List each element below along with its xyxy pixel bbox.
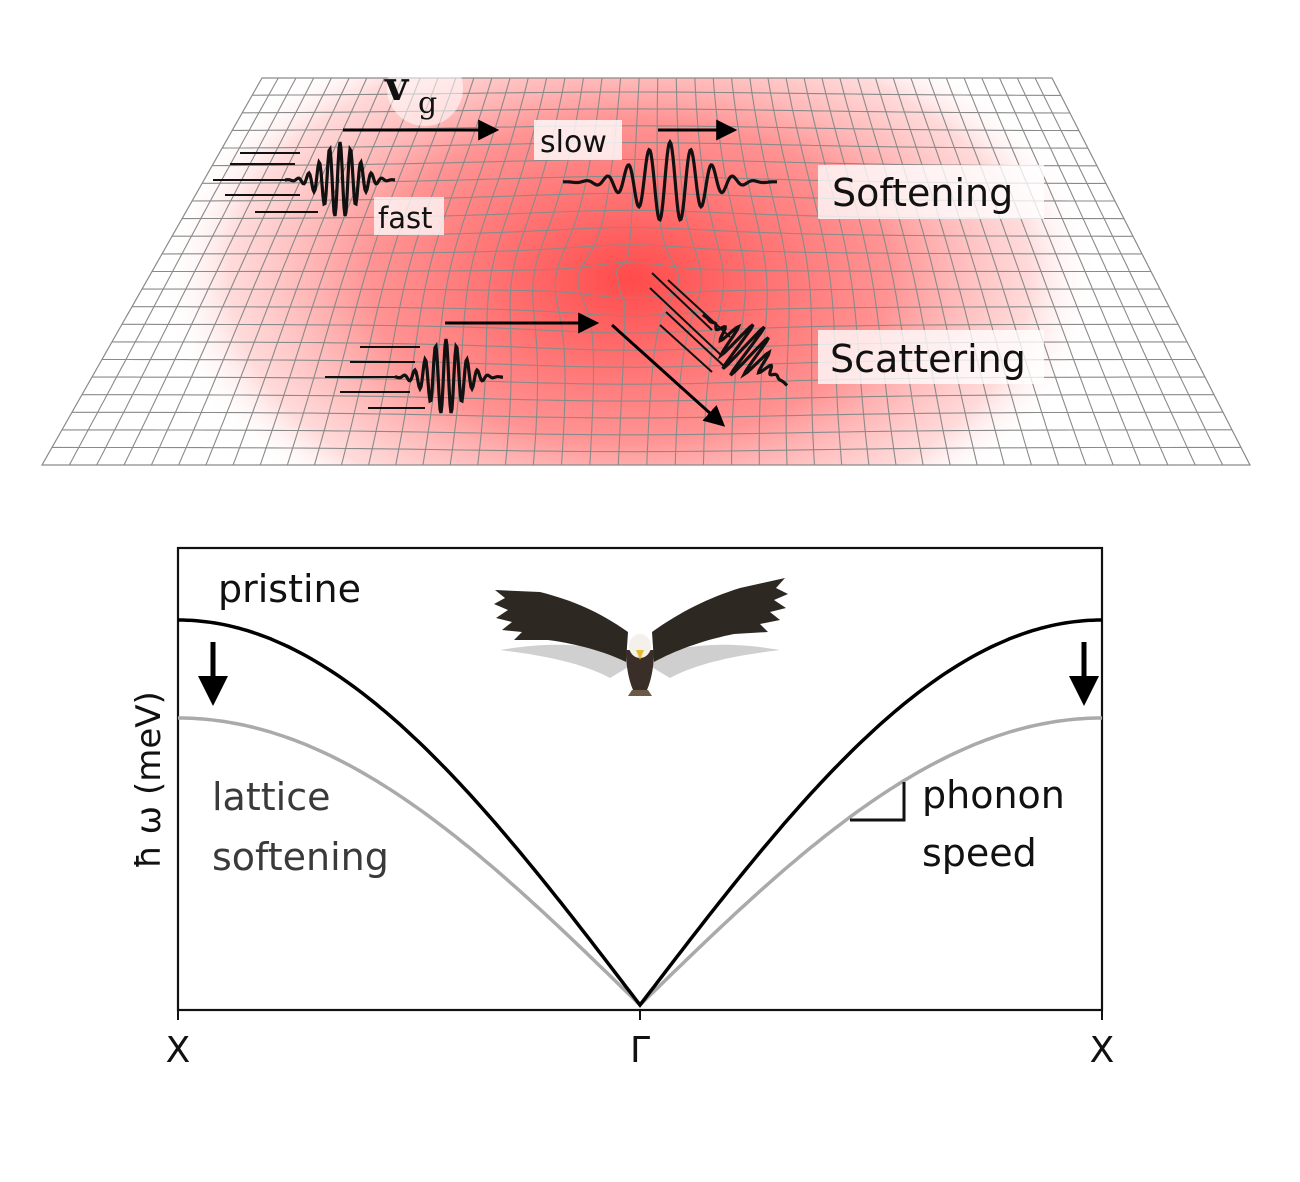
fast-wave xyxy=(284,141,396,217)
phonon-speed-label-line2: speed xyxy=(922,831,1037,875)
y-axis-label: ħ ω (meV) xyxy=(129,691,169,869)
eagle-head xyxy=(629,634,651,658)
lattice-sheet xyxy=(40,77,1251,466)
slow-label: slow xyxy=(540,125,607,160)
slow-wave-packet: slow xyxy=(534,119,778,222)
pristine-label: pristine xyxy=(218,567,361,611)
vg-subscript: g xyxy=(418,86,437,121)
dispersion-chart: X Γ X ħ ω (meV) pristine lattice softeni… xyxy=(129,546,1115,1071)
scattering-label-box: Scattering xyxy=(818,330,1044,384)
fast-wave-packet: fast xyxy=(213,119,500,235)
eagle-right-wing xyxy=(652,578,788,662)
x-tick-label-left: X xyxy=(166,1030,191,1071)
x-tick-label-right: X xyxy=(1090,1030,1115,1071)
eagle-illustration xyxy=(494,578,788,696)
lattice-softening-label-line2: softening xyxy=(212,835,389,879)
fast-speed-lines xyxy=(213,152,318,213)
sheet-outline xyxy=(40,77,1251,466)
group-velocity-label: v g xyxy=(384,50,463,126)
slope-indicator xyxy=(850,782,906,822)
fast-label: fast xyxy=(378,201,432,235)
scattered-wave-packet xyxy=(610,272,789,427)
phonon-speed-label-line1: phonon xyxy=(922,773,1065,817)
series-pristine xyxy=(178,618,1102,1008)
down-arrow-left xyxy=(198,642,228,706)
eagle-tail xyxy=(628,690,652,696)
eagle-beak xyxy=(636,650,644,660)
softening-label: Softening xyxy=(832,171,1013,215)
x-tick-label-center: Γ xyxy=(630,1030,650,1071)
scattering-label: Scattering xyxy=(830,337,1026,381)
softening-label-box: Softening xyxy=(818,165,1044,219)
eagle-body xyxy=(626,650,654,692)
down-arrow-right xyxy=(1069,642,1099,706)
slow-wave xyxy=(562,138,778,222)
incoming-wave xyxy=(394,338,503,414)
vg-symbol: v xyxy=(384,63,410,110)
lattice-softening-label-line1: lattice xyxy=(212,775,330,819)
incoming-wave-packet xyxy=(325,312,600,414)
incoming-speed-lines xyxy=(325,346,425,409)
eagle-left-wing xyxy=(494,590,628,662)
scattered-wave xyxy=(701,313,789,387)
scattered-arrow xyxy=(610,323,726,427)
